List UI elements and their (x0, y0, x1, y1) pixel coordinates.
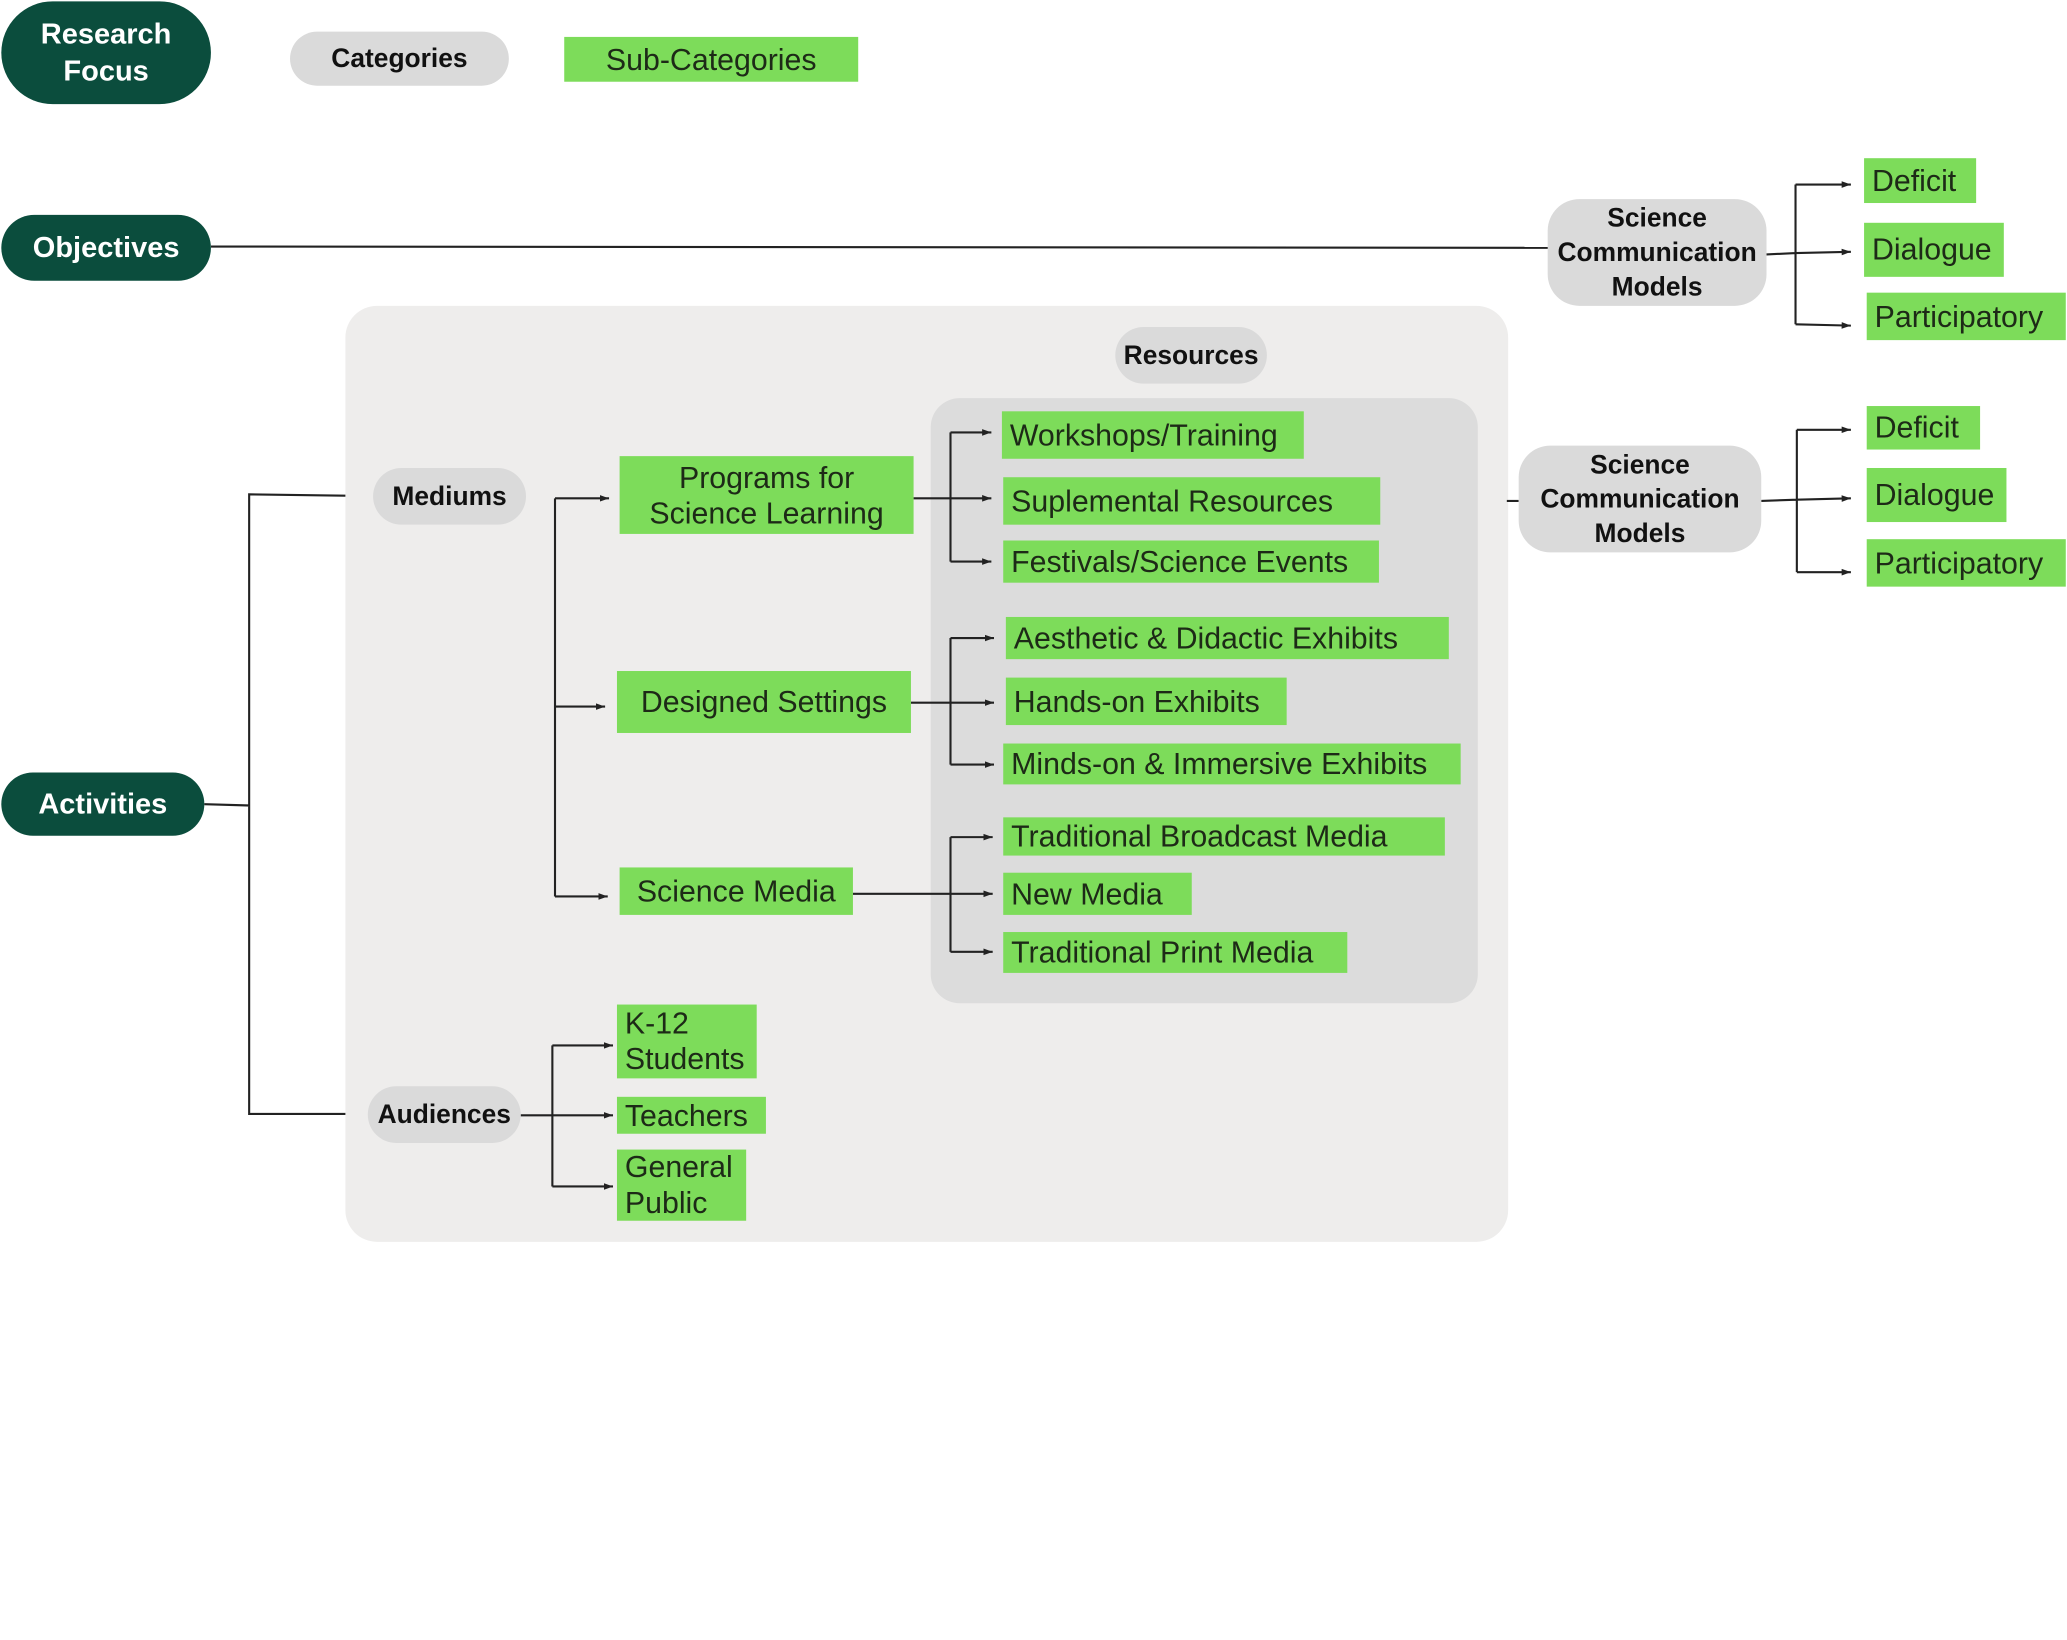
mediums-category: Mediums (373, 467, 527, 525)
designed-settings: Designed Settings (616, 671, 911, 733)
programs-for-science-learning: Programs for Science Learning (619, 456, 914, 534)
activities-connector (204, 493, 346, 1116)
resources-category: Resources (1115, 326, 1267, 384)
legend-research-focus: Research Focus (1, 1, 211, 105)
model-dialogue-resources: Dialogue (1866, 467, 2007, 523)
science-communication-models-objectives: Science Communication Models (1547, 199, 1767, 306)
model-dialogue-objectives: Dialogue (1864, 222, 2004, 277)
resource-traditional-broadcast-media: Traditional Broadcast Media (1003, 817, 1445, 856)
objectives-connector (210, 245, 1551, 249)
model-participatory-resources: Participatory (1866, 539, 2066, 587)
audience-teachers: Teachers (616, 1096, 766, 1134)
resource-aesthetic-didactic-exhibits: Aesthetic & Didactic Exhibits (1005, 616, 1449, 660)
audiences-category: Audiences (367, 1086, 521, 1143)
audience-general-public: General Public (616, 1149, 747, 1221)
resource-new-media: New Media (1003, 872, 1192, 915)
legend-categories: Categories (290, 31, 509, 86)
science-media: Science Media (619, 867, 853, 915)
resource-workshops-training: Workshops/Training (1001, 411, 1304, 459)
resource-festivals-science-events: Festivals/Science Events (1003, 540, 1379, 583)
resource-suplemental-resources: Suplemental Resources (1003, 477, 1381, 525)
audiences-connector (520, 1045, 554, 1187)
resource-hands-on-exhibits: Hands-on Exhibits (1005, 677, 1287, 726)
model-deficit-resources: Deficit (1866, 406, 1981, 450)
science-communication-models-resources: Science Communication Models (1518, 445, 1762, 553)
legend-sub-categories: Sub-Categories (564, 36, 859, 82)
model-participatory-objectives: Participatory (1866, 292, 2066, 341)
audience-k12-students: K-12 Students (616, 1004, 757, 1079)
resource-traditional-print-media: Traditional Print Media (1003, 932, 1348, 973)
model-deficit-objectives: Deficit (1864, 158, 1977, 204)
activities-node: Activities (1, 772, 205, 836)
connector-lines (204, 181, 1851, 1190)
resource-minds-on-immersive-exhibits: Minds-on & Immersive Exhibits (1003, 743, 1461, 785)
objectives-node: Objectives (1, 214, 211, 281)
